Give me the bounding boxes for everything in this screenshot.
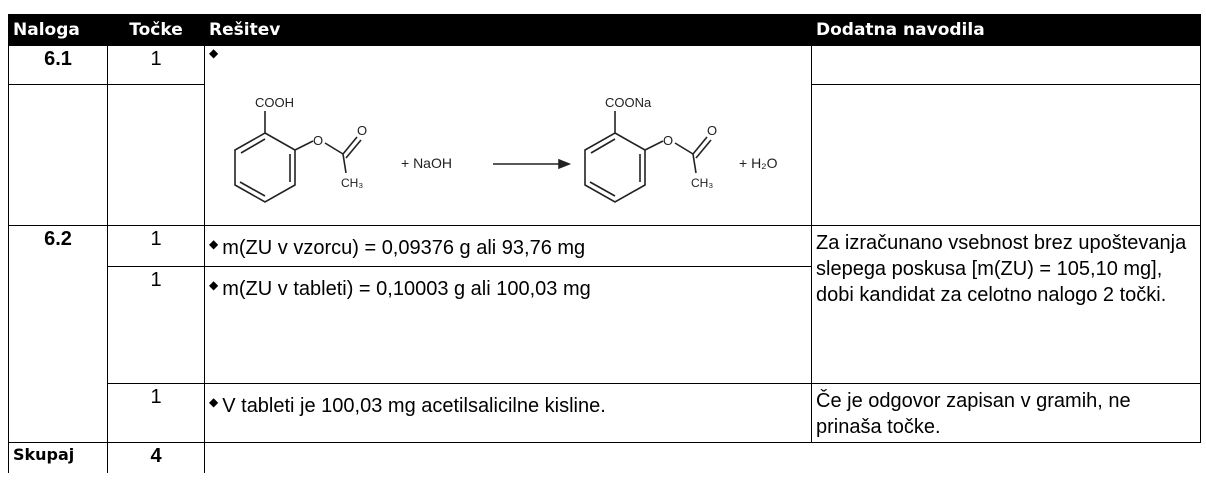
solution-text: m(ZU v vzorcu) = 0,09376 g ali 93,76 mg	[222, 236, 586, 259]
solution-item: ◆m(ZU v vzorcu) = 0,09376 g ali 93,76 mg	[204, 224, 812, 267]
reactant-methyl-label: CH₃	[341, 176, 363, 190]
table-row-6-2-b: 1 ◆m(ZU v tableti) = 0,10003 g ali 100,0…	[9, 265, 1201, 384]
header-notes: Dodatna navodila	[811, 14, 1201, 46]
bullet-icon: ◆	[209, 236, 219, 251]
note-cell: Če je odgovor zapisan v gramih, ne prina…	[811, 382, 1201, 443]
reaction-cell: COOH O O CH₃ + NaOH	[204, 84, 812, 226]
notes-cell-continued	[811, 84, 1201, 226]
item-points: 1	[107, 224, 205, 267]
product-methyl-label: CH₃	[691, 176, 713, 190]
solution-text: m(ZU v tableti) = 0,10003 g ali 100,03 m…	[222, 277, 591, 300]
table-row-6-1-reaction: COOH O O CH₃ + NaOH	[8, 84, 1201, 226]
table-row-6-2-a: 6.2 1 ◆m(ZU v vzorcu) = 0,09376 g ali 93…	[8, 224, 1201, 443]
header-solution: Rešitev	[204, 14, 812, 46]
task-number: 6.2	[8, 224, 108, 443]
table-row-6-2-c: 1 ◆V tableti je 100,03 mg acetilsaliciln…	[9, 382, 1201, 443]
reaction-scheme: COOH O O CH₃ + NaOH	[205, 85, 811, 225]
total-row: Skupaj 4	[8, 441, 1201, 473]
header-points: Točke	[107, 14, 205, 46]
reactant-ester-oxygen: O	[313, 133, 323, 148]
reaction-arrow	[493, 158, 572, 169]
product-coona-label: COONa	[605, 95, 652, 110]
item-points: 1	[107, 265, 205, 384]
table-row-6-1: 6.1 1 ◆	[8, 45, 1201, 85]
header-task: Naloga	[8, 14, 108, 46]
solution-item: ◆m(ZU v tableti) = 0,10003 g ali 100,03 …	[204, 265, 812, 384]
product-carbonyl-oxygen: O	[707, 123, 717, 138]
notes-cell-empty	[811, 45, 1201, 85]
total-label: Skupaj	[8, 441, 108, 473]
task-cell-continued	[8, 84, 108, 226]
product-ester-oxygen: O	[663, 133, 673, 148]
reaction-scheme-drawing: COOH O O CH₃ + NaOH	[234, 95, 778, 203]
header-row: Naloga Točke Rešitev Dodatna navodila	[8, 14, 1201, 46]
bullet-icon: ◆	[209, 46, 219, 60]
reactant-cooh-label: COOH	[255, 95, 294, 110]
note-cell: Za izračunano vsebnost brez upoštevanja …	[811, 224, 1201, 384]
product-benzene-ring	[584, 110, 712, 203]
solution-item: ◆V tableti je 100,03 mg acetilsalicilne …	[204, 382, 812, 443]
scoring-table-container: Naloga Točke Rešitev Dodatna navodila 6.…	[8, 14, 1201, 473]
reactant-carbonyl-oxygen: O	[357, 123, 367, 138]
total-empty	[204, 441, 812, 473]
bullet-icon: ◆	[209, 394, 219, 409]
task-number: 6.1	[8, 45, 108, 85]
reagent-naoh: + NaOH	[401, 155, 452, 171]
solution-text: V tableti je 100,03 mg acetilsalicilne k…	[222, 394, 606, 417]
scoring-table: Naloga Točke Rešitev Dodatna navodila 6.…	[8, 14, 1201, 473]
bullet-icon: ◆	[209, 277, 219, 292]
reactant-benzene-ring	[234, 110, 362, 203]
byproduct-water: + H₂O	[739, 155, 778, 171]
total-empty-notes	[812, 442, 1201, 473]
task-points: 1	[107, 45, 205, 85]
item-points: 1	[107, 382, 205, 443]
solution-bullet: ◆	[204, 45, 812, 85]
total-points: 4	[107, 441, 205, 473]
points-cell-continued	[107, 84, 205, 226]
